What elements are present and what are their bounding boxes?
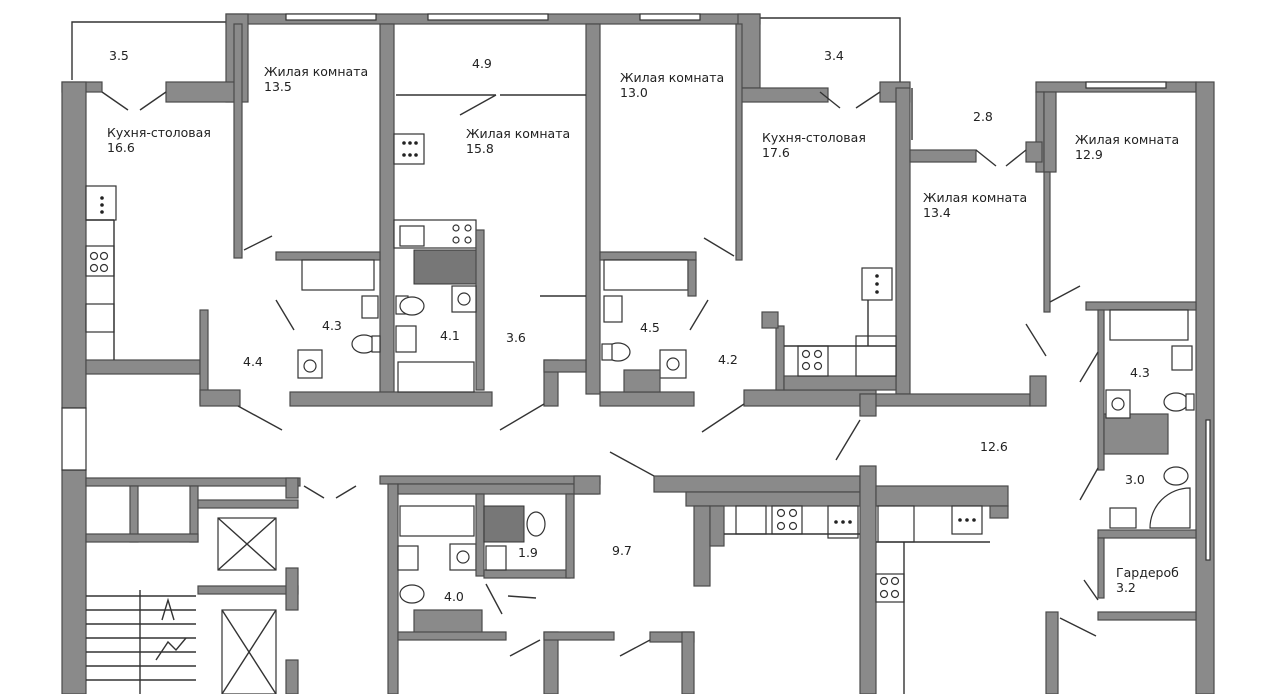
room-name: Гардероб — [1116, 565, 1179, 580]
stove-icon — [875, 573, 905, 603]
stairs-icon — [86, 590, 196, 694]
area-label: 3.5 — [109, 48, 129, 63]
room-area: 16.6 — [107, 140, 135, 155]
toilet-icon — [1163, 466, 1189, 486]
sink-icon — [361, 295, 379, 319]
sink-icon — [485, 545, 507, 571]
room-name: Кухня-столовая — [107, 125, 211, 140]
area-label: 1.9 — [518, 545, 538, 560]
area-label: 4.0 — [444, 589, 464, 604]
walls — [61, 13, 1215, 694]
area-label: 12.6 — [980, 439, 1008, 454]
washer-icon — [1105, 389, 1131, 419]
area-labels: 3.5 4.9 3.4 2.8 4.3 4.1 3.6 4.5 4.4 4.2 … — [109, 48, 1150, 604]
toilet-icon — [526, 511, 546, 537]
area-label: 4.5 — [640, 320, 660, 335]
area-label: 3.0 — [1125, 472, 1145, 487]
sink-icon — [877, 505, 915, 543]
area-label: 4.1 — [440, 328, 460, 343]
bathtub-icon — [397, 361, 475, 393]
sink-icon — [397, 545, 419, 571]
room-name: Жилая комната — [466, 126, 570, 141]
stove-icon — [85, 245, 115, 277]
door-swings — [101, 91, 1099, 657]
room-area: 13.0 — [620, 85, 648, 100]
sink-icon — [1171, 345, 1193, 371]
room-labels: Кухня-столовая 16.6 Жилая комната 13.5 Ж… — [107, 64, 1179, 595]
bathtub-icon — [301, 259, 375, 291]
area-label: 4.3 — [322, 318, 342, 333]
area-label: 9.7 — [612, 543, 632, 558]
area-label: 3.4 — [824, 48, 844, 63]
room-area: 3.2 — [1116, 580, 1136, 595]
stove-icon — [771, 505, 803, 535]
balcony-outlines — [71, 17, 913, 140]
windows — [61, 13, 1211, 561]
room-name: Жилая комната — [1075, 132, 1179, 147]
bathtub-icon — [603, 259, 689, 291]
appliance-dots — [402, 141, 976, 524]
room-area: 17.6 — [762, 145, 790, 160]
sink-icon — [1109, 507, 1137, 529]
stove-icon — [797, 345, 829, 377]
room-name: Жилая комната — [264, 64, 368, 79]
sink-icon — [85, 303, 115, 333]
sink-icon — [603, 295, 623, 323]
room-area: 13.5 — [264, 79, 292, 94]
toilet-icon — [399, 584, 425, 604]
area-label: 2.8 — [973, 109, 993, 124]
room-name: Жилая комната — [923, 190, 1027, 205]
bathtub-icon — [1109, 309, 1189, 341]
area-label: 4.2 — [718, 352, 738, 367]
toilet-icon — [1163, 392, 1189, 412]
area-label: 4.9 — [472, 56, 492, 71]
toilet-icon — [399, 296, 425, 316]
area-label: 3.6 — [506, 330, 526, 345]
fridge-icon — [85, 185, 117, 221]
sink-icon — [855, 335, 897, 377]
sink-icon — [395, 325, 417, 353]
room-name: Кухня-столовая — [762, 130, 866, 145]
shower-icon — [1149, 487, 1191, 529]
fixtures — [85, 133, 1195, 694]
sink-icon — [735, 505, 767, 535]
area-label: 4.3 — [1130, 365, 1150, 380]
fridge-icon — [393, 133, 425, 165]
area-label: 4.4 — [243, 354, 263, 369]
room-area: 13.4 — [923, 205, 951, 220]
room-area: 15.8 — [466, 141, 494, 156]
room-area: 12.9 — [1075, 147, 1103, 162]
bathtub-icon — [399, 505, 475, 537]
room-name: Жилая комната — [620, 70, 724, 85]
